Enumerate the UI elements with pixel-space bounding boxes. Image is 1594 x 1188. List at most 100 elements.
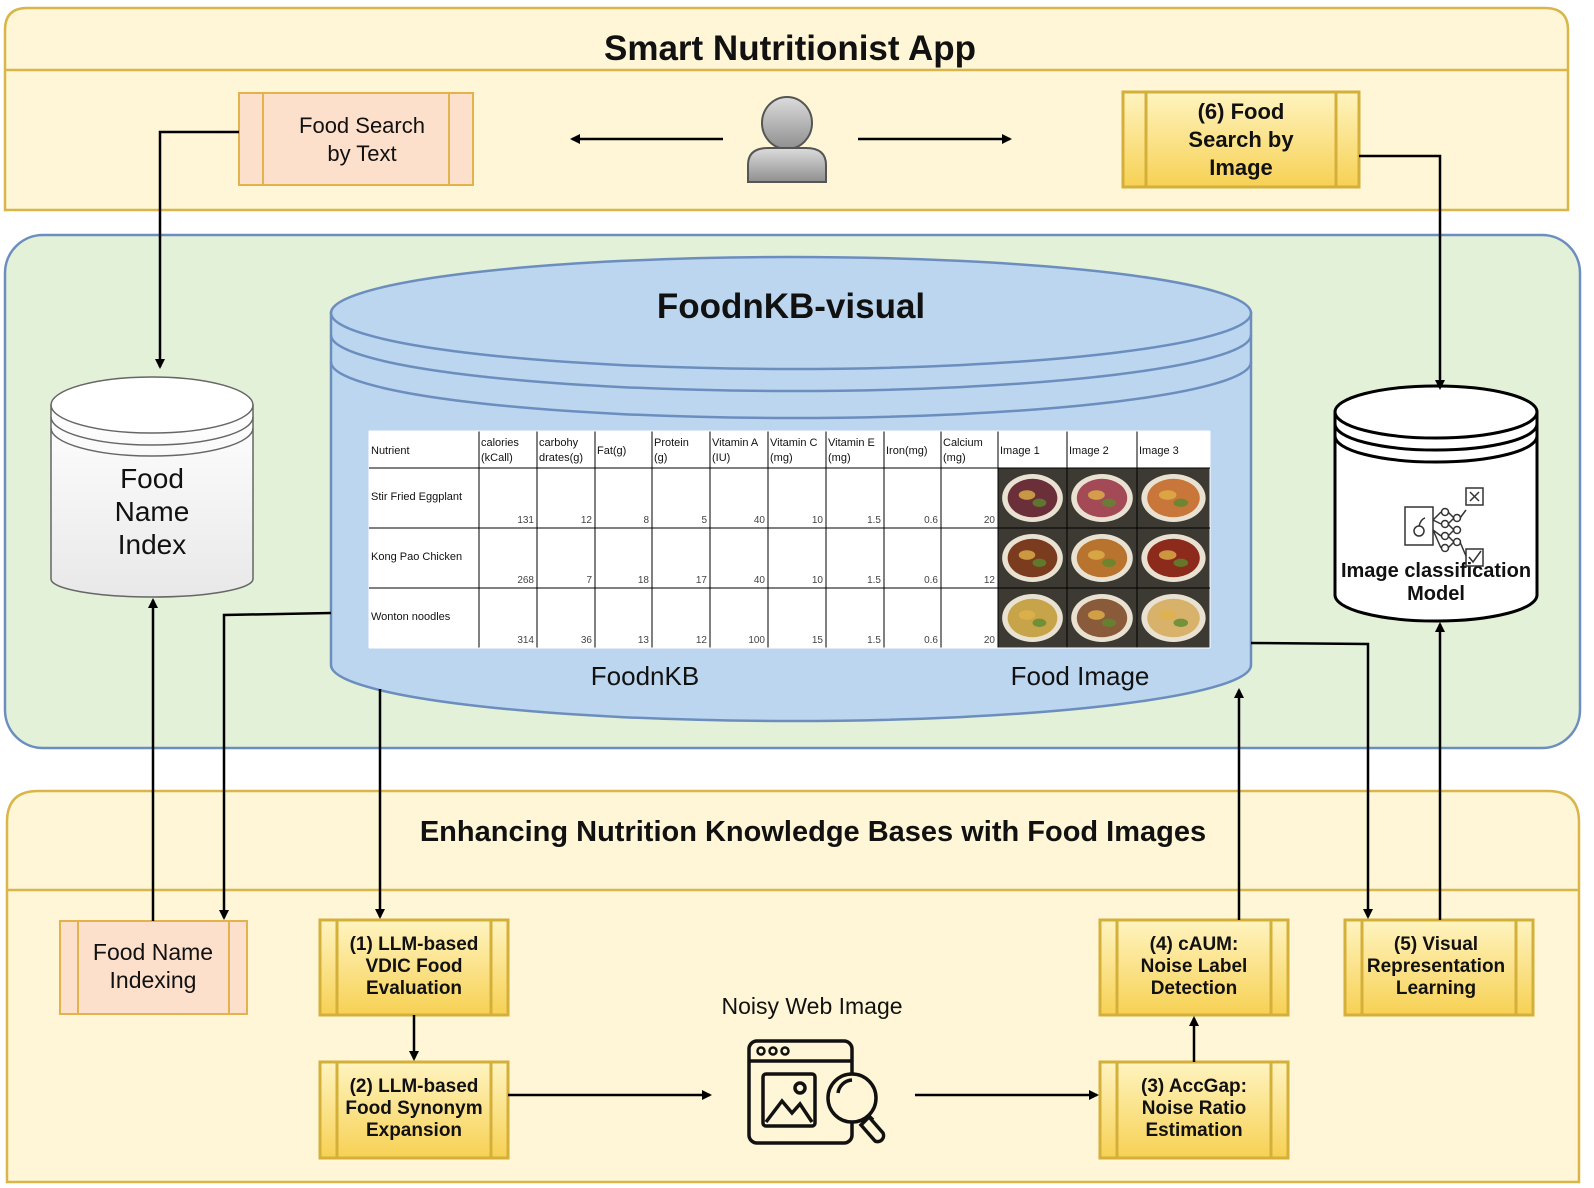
table-cell: 314: [517, 635, 534, 646]
table-cell: 12: [696, 635, 708, 646]
table-header: Protein: [654, 437, 689, 449]
table-cell: 8: [643, 515, 649, 526]
table-cell: 268: [517, 575, 534, 586]
table-header: (kCall): [481, 452, 513, 464]
user-icon: [747, 96, 827, 183]
table-cell: 12: [984, 575, 996, 586]
table-cell: 5: [701, 515, 707, 526]
app-title: Smart Nutritionist App: [604, 29, 976, 68]
food-name-index-label-2: Name: [115, 496, 190, 527]
enhancing-title: Enhancing Nutrition Knowledge Bases with…: [420, 816, 1206, 848]
table-header: Vitamin A: [712, 437, 759, 449]
table-cell: 1.5: [867, 635, 881, 646]
step2-synonym-expansion-box[interactable]: (2) LLM-based Food Synonym Expansion: [318, 1060, 510, 1160]
arrow-text-search-to-index: [155, 130, 239, 369]
table-cell: 10: [812, 575, 824, 586]
table-header: (IU): [712, 452, 730, 464]
step4-label-1: (4) cAUM:: [1150, 934, 1239, 955]
noisy-web-image-label: Noisy Web Image: [721, 993, 902, 1019]
step2-label-3: Expansion: [366, 1120, 462, 1141]
table-cell: 15: [812, 635, 824, 646]
food-search-by-text-box[interactable]: Food Search by Text: [238, 92, 474, 186]
food-name-indexing-label-1: Food Name: [93, 939, 213, 965]
step1-vdic-evaluation-box[interactable]: (1) LLM-based VDIC Food Evaluation: [318, 918, 510, 1017]
step3-noise-ratio-box[interactable]: (3) AccGap: Noise Ratio Estimation: [1098, 1060, 1290, 1160]
step5-visual-learning-box[interactable]: (5) Visual Representation Learning: [1343, 918, 1535, 1017]
table-header: calories: [481, 437, 519, 449]
image-model-label-1: Image classification: [1341, 560, 1531, 582]
step5-label-3: Learning: [1396, 978, 1476, 999]
food-image-thumb: [1137, 528, 1210, 588]
food-image-thumb: [998, 468, 1067, 528]
table-cell: 131: [517, 515, 534, 526]
table-cell: 17: [696, 575, 708, 586]
arrow-image-search-to-model: [1359, 154, 1445, 390]
neural-network-icon: [1404, 487, 1484, 567]
step2-label-2: Food Synonym: [345, 1098, 482, 1119]
step4-label-2: Noise Label: [1141, 956, 1248, 977]
step1-label-3: Evaluation: [366, 978, 462, 999]
food-image-thumb: [1137, 468, 1210, 528]
table-header: Vitamin E: [828, 437, 875, 449]
food-name-index-label-1: Food: [120, 463, 184, 494]
table-cell: 12: [581, 515, 593, 526]
foodnkb-label: FoodnKB: [591, 661, 699, 691]
food-name-index-db: Food Name Index: [50, 376, 254, 598]
table-header: carbohy: [539, 437, 579, 449]
table-header: Image 3: [1139, 445, 1179, 457]
table-cell: 7: [586, 575, 592, 586]
table-cell: 20: [984, 515, 996, 526]
kb-title: FoodnKB-visual: [657, 287, 925, 326]
image-search-label-2: Search by: [1188, 127, 1294, 152]
image-search-label-1: (6) Food: [1198, 99, 1285, 124]
table-cell: 1.5: [867, 515, 881, 526]
table-cell: 100: [748, 635, 765, 646]
food-name-index-label-3: Index: [118, 529, 187, 560]
table-cell: 13: [638, 635, 650, 646]
step1-label-1: (1) LLM-based: [350, 934, 479, 955]
step3-label-3: Estimation: [1145, 1120, 1242, 1141]
table-header: (mg): [943, 452, 966, 464]
browser-image-search-icon: [747, 1039, 886, 1145]
table-header: drates(g): [539, 452, 583, 464]
table-header: Nutrient: [371, 445, 410, 457]
table-row-name: Kong Pao Chicken: [371, 551, 462, 563]
table-header: (mg): [828, 452, 851, 464]
table-cell: 40: [754, 515, 766, 526]
food-image-thumb: [1067, 588, 1137, 648]
step4-noise-label-box[interactable]: (4) cAUM: Noise Label Detection: [1098, 918, 1290, 1017]
table-cell: 1.5: [867, 575, 881, 586]
step2-label-1: (2) LLM-based: [350, 1076, 479, 1097]
table-row-name: Stir Fried Eggplant: [371, 491, 462, 503]
image-search-label-3: Image: [1209, 155, 1273, 180]
table-header: Vitamin C: [770, 437, 818, 449]
food-search-by-image-box[interactable]: (6) Food Search by Image: [1121, 90, 1361, 189]
table-cell: 20: [984, 635, 996, 646]
food-image-thumb: [998, 588, 1067, 648]
step5-label-2: Representation: [1367, 956, 1505, 977]
step3-label-1: (3) AccGap:: [1141, 1076, 1247, 1097]
arrow-kb-to-indexing: [219, 611, 332, 920]
table-cell: 0.6: [924, 635, 938, 646]
table-cell: 40: [754, 575, 766, 586]
table-header: Calcium: [943, 437, 983, 449]
image-model-label-2: Model: [1407, 583, 1465, 605]
table-header: Iron(mg): [886, 445, 928, 457]
food-name-indexing-box[interactable]: Food Name Indexing: [59, 920, 248, 1015]
table-row-name: Wonton noodles: [371, 611, 451, 623]
food-image-thumb: [1067, 468, 1137, 528]
table-cell: 10: [812, 515, 824, 526]
food-search-label-1: Food Search: [299, 113, 425, 138]
nutrition-table: Nutrientcalories(kCall)carbohydrates(g)F…: [368, 430, 1211, 649]
table-cell: 18: [638, 575, 650, 586]
food-image-thumb: [998, 528, 1067, 588]
table-header: Image 1: [1000, 445, 1040, 457]
table-cell: 0.6: [924, 515, 938, 526]
step3-label-2: Noise Ratio: [1142, 1098, 1247, 1119]
food-image-thumb: [1137, 588, 1210, 648]
step1-label-2: VDIC Food: [365, 956, 462, 977]
arrow-kb-to-step5: [1250, 641, 1373, 919]
food-search-label-2: by Text: [327, 141, 396, 166]
food-image-thumb: [1067, 528, 1137, 588]
